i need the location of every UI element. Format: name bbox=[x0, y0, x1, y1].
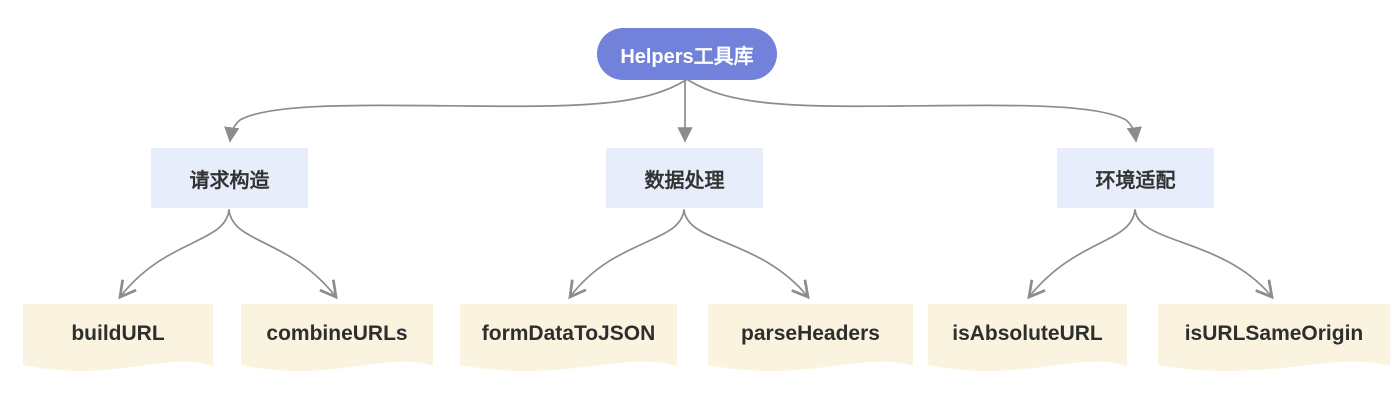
leaf-node-label: isAbsoluteURL bbox=[952, 322, 1103, 345]
leaf-node-label: combineURLs bbox=[266, 322, 408, 345]
document-shape bbox=[928, 304, 1127, 371]
leaf-node-label: isURLSameOrigin bbox=[1184, 322, 1364, 345]
document-shape bbox=[708, 304, 913, 371]
edge-cat1-to-leaf3 bbox=[683, 209, 810, 300]
edge-cat1-to-leaf2 bbox=[568, 209, 685, 300]
leaf-node-parseheaders: parseHeaders bbox=[708, 303, 913, 383]
edge-cat2-to-leaf5 bbox=[1134, 209, 1274, 300]
edge-root-to-cat2 bbox=[687, 79, 1142, 143]
edge-root-to-cat0 bbox=[224, 79, 687, 143]
leaf-node-formdatatojson: formDataToJSON bbox=[460, 303, 677, 383]
leaf-node-label: buildURL bbox=[71, 322, 165, 345]
root-node-label: Helpers工具库 bbox=[620, 45, 754, 68]
edge-cat0-to-leaf0 bbox=[118, 209, 230, 300]
leaf-node-label: formDataToJSON bbox=[481, 322, 656, 345]
root-node-helpers: Helpers工具库 bbox=[597, 28, 777, 80]
document-shape bbox=[1158, 304, 1390, 371]
leaf-node-buildurl: buildURL bbox=[23, 303, 213, 383]
leaf-node-isabsoluteurl: isAbsoluteURL bbox=[928, 303, 1127, 383]
category-node-request-building: 请求构造 bbox=[151, 148, 308, 208]
category-node-label: 请求构造 bbox=[189, 169, 270, 192]
leaf-node-isurlsameorigin: isURLSameOrigin bbox=[1158, 303, 1390, 383]
category-node-label: 数据处理 bbox=[644, 169, 725, 192]
edge-cat0-to-leaf1 bbox=[228, 209, 338, 300]
leaf-node-label: parseHeaders bbox=[741, 322, 880, 345]
category-node-env-adaptation: 环境适配 bbox=[1057, 148, 1214, 208]
category-node-data-processing: 数据处理 bbox=[606, 148, 763, 208]
document-shape bbox=[460, 304, 677, 371]
document-shape bbox=[241, 304, 433, 371]
document-shape bbox=[23, 304, 213, 371]
category-node-label: 环境适配 bbox=[1095, 169, 1176, 192]
leaf-node-combineurls: combineURLs bbox=[241, 303, 433, 383]
edge-cat2-to-leaf4 bbox=[1027, 209, 1136, 300]
